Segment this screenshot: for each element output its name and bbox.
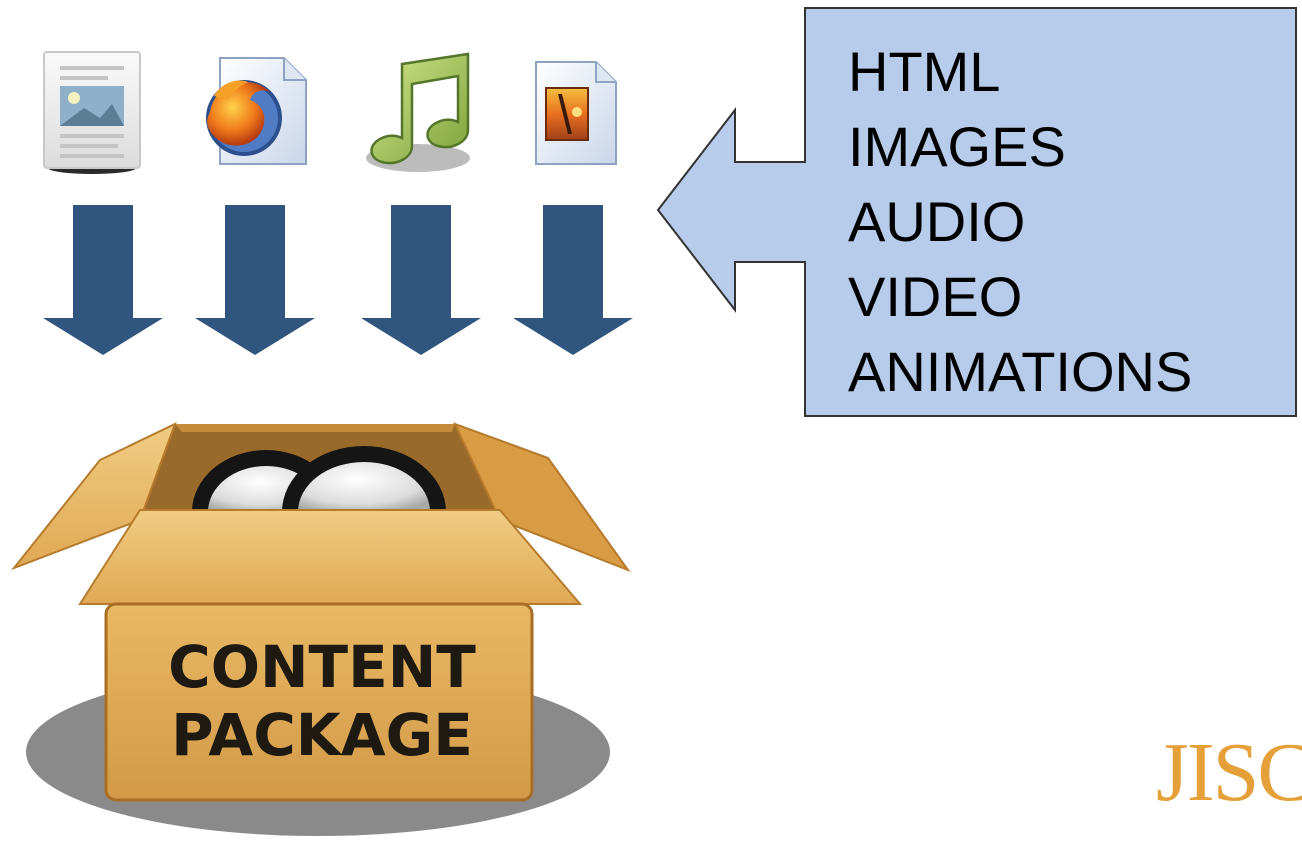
package-label-line1: CONTENT [168,633,476,701]
down-arrow-2 [195,205,315,355]
firefox-page-icon [206,57,307,165]
callout-item-audio: AUDIO [848,190,1026,253]
down-arrow-1 [43,205,163,355]
callout-box [656,7,1297,417]
eyes-graphic [192,446,446,512]
package-label-line2: PACKAGE [171,701,473,769]
document-icon [43,51,141,174]
down-arrow-3 [361,205,481,355]
callout-item-video: VIDEO [848,265,1023,328]
callout-text: HTML IMAGES AUDIO VIDEO ANIMATIONS [848,34,1192,409]
music-note-icon [366,52,470,172]
callout-item-images: IMAGES [848,115,1066,178]
callout-item-animations: ANIMATIONS [848,340,1193,403]
jisc-logo: JISC [1156,726,1302,819]
content-package-box [10,422,631,836]
image-file-icon [535,61,617,165]
down-arrow-4 [513,205,633,355]
callout-item-html: HTML [848,40,1001,103]
